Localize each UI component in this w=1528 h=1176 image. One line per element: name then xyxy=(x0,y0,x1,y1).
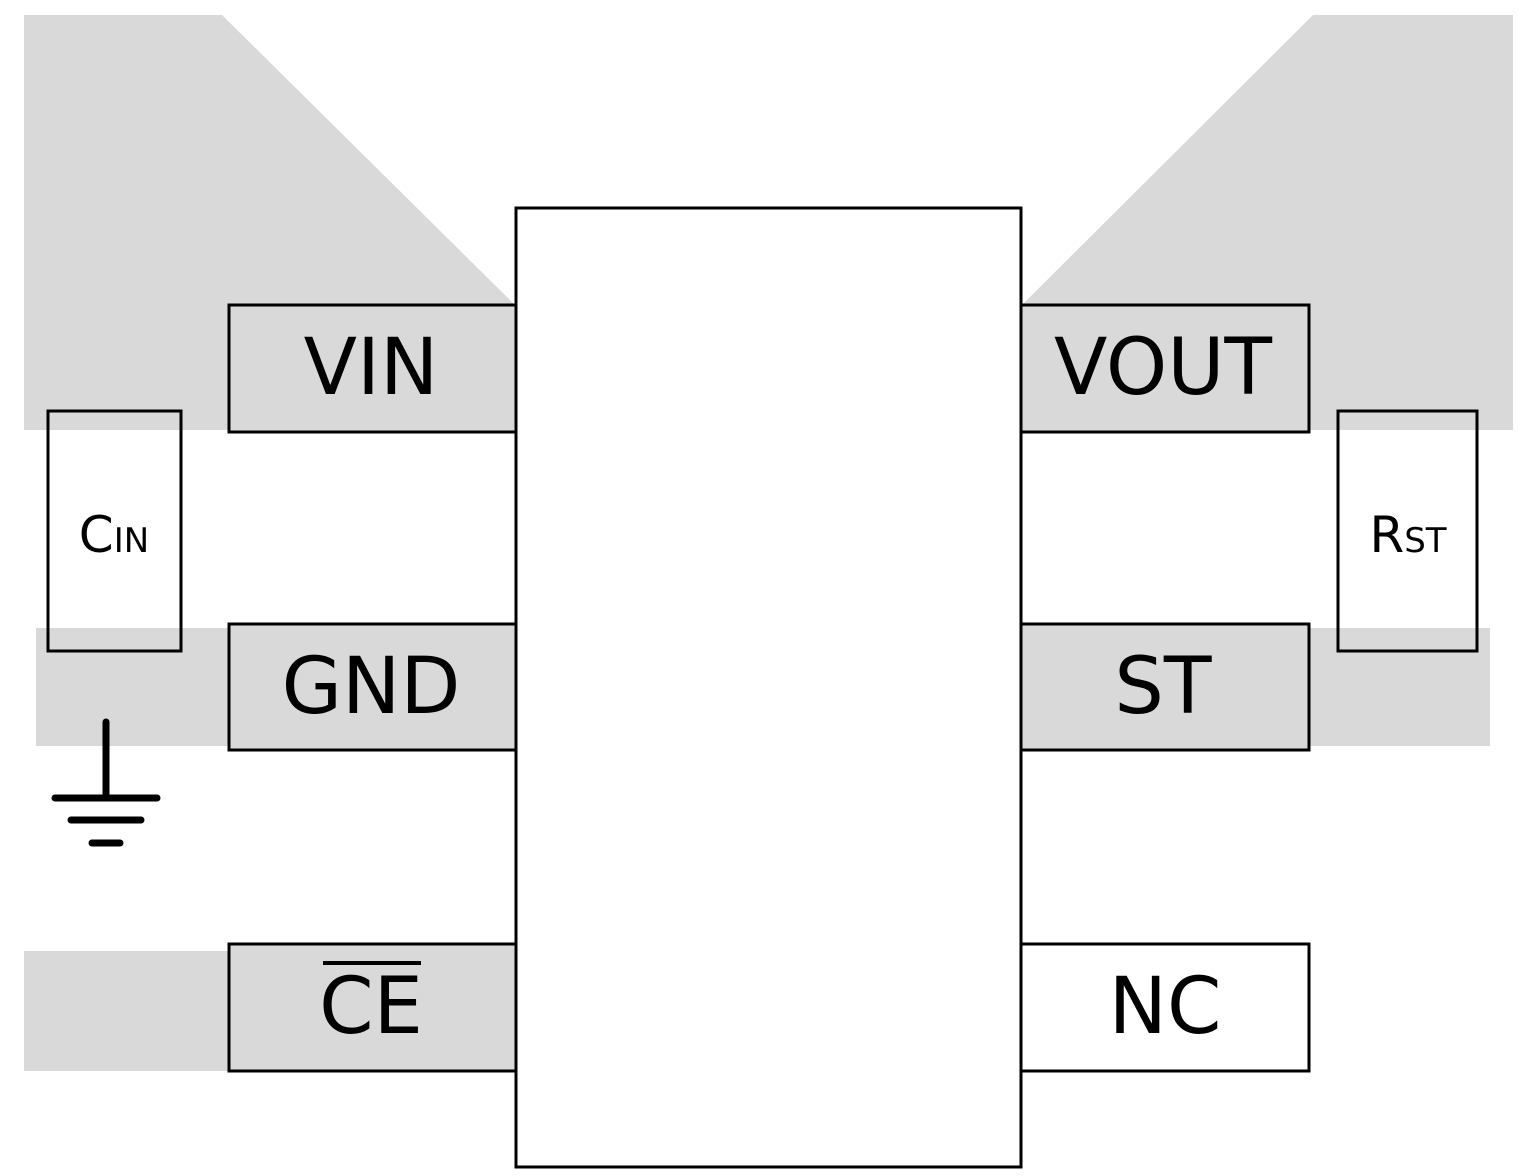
pin-st: ST xyxy=(1019,622,1311,752)
pin-gnd-pad xyxy=(227,622,518,752)
rst-label-sub: ST xyxy=(1404,521,1447,561)
pin-vout-pad xyxy=(1019,303,1311,434)
pin-gnd-label: GND xyxy=(282,642,461,732)
rst-label: RST xyxy=(1369,506,1446,564)
pin-vin: VIN xyxy=(227,303,518,434)
rst-body xyxy=(1336,409,1479,653)
pin-st-label: ST xyxy=(1114,642,1212,732)
cin-label-main: C xyxy=(79,506,114,564)
cin-body xyxy=(46,409,183,653)
component-cin: CIN xyxy=(46,409,183,653)
ground-symbol-icon xyxy=(51,718,161,847)
pin-vin-pad xyxy=(227,303,518,434)
pin-vout-label: VOUT xyxy=(1054,323,1272,413)
cin-label: CIN xyxy=(79,506,149,564)
pin-ce-pad xyxy=(227,942,518,1073)
pin-ce: CE xyxy=(227,942,518,1073)
pin-gnd: GND xyxy=(227,622,518,752)
pin-ce-label: CE xyxy=(319,962,423,1052)
pin-nc-label: NC xyxy=(1109,962,1222,1052)
component-rst: RST xyxy=(1336,409,1479,653)
cin-label-sub: IN xyxy=(114,521,149,561)
pin-st-pad xyxy=(1019,622,1311,752)
pin-vin-label: VIN xyxy=(304,323,439,413)
pin-nc: NC xyxy=(1019,942,1311,1073)
pin-nc-pad xyxy=(1019,942,1311,1073)
rst-label-main: R xyxy=(1369,506,1404,564)
pin-vout: VOUT xyxy=(1019,303,1311,434)
chip-body xyxy=(514,206,1023,1169)
